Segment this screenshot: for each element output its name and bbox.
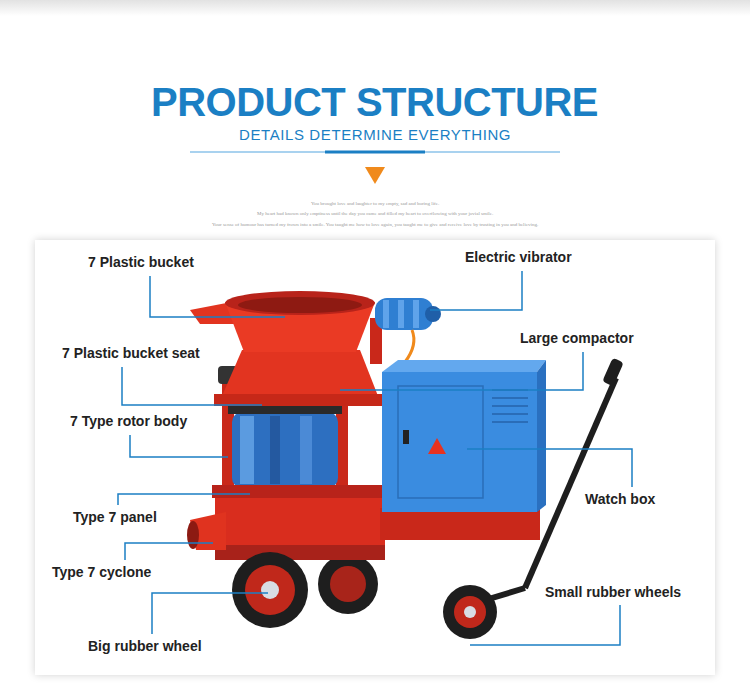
part-label: Large compactor: [520, 330, 634, 346]
top-shade: [0, 0, 750, 16]
part-label: Watch box: [585, 491, 655, 507]
watermark-text: You brought love and laughter to my empt…: [311, 201, 439, 206]
part-label: 7 Plastic bucket seat: [62, 345, 200, 361]
main-title: PRODUCT STRUCTURE: [151, 80, 598, 125]
part-label: 7 Type rotor body: [70, 413, 187, 429]
part-label: Small rubber wheels: [545, 584, 681, 600]
watermark-text: Your sense of humour has turned my frown…: [212, 222, 538, 227]
watermark-text: My heart had known only emptiness until …: [257, 211, 493, 216]
part-label: Type 7 cyclone: [52, 564, 151, 580]
part-label: Big rubber wheel: [88, 638, 202, 654]
part-label: 7 Plastic bucket: [88, 254, 194, 270]
part-label: Electric vibrator: [465, 249, 572, 265]
part-label: Type 7 panel: [73, 509, 157, 525]
subtitle: DETAILS DETERMINE EVERYTHING: [239, 126, 511, 143]
